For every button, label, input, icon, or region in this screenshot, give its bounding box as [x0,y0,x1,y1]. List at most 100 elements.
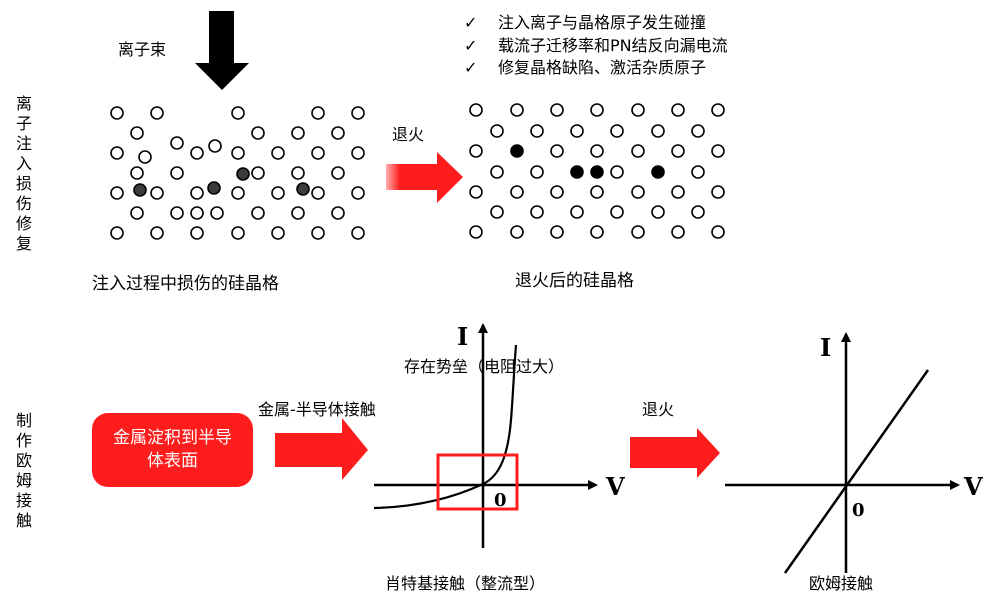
silicon-atom [231,106,245,120]
schottky-current-label: I [457,322,469,351]
list-item: ✓ 修复晶格缺陷、激活杂质原子 [464,57,728,80]
annealed-lattice-caption: 退火后的硅晶格 [515,271,634,291]
list-item-text: 注入离子与晶格原子发生碰撞 [498,13,707,32]
silicon-atom [190,206,204,220]
silicon-atom [271,186,285,200]
silicon-atom [711,225,725,239]
silicon-atom [170,136,184,150]
displaced-atom [236,167,250,181]
silicon-atom [490,124,504,138]
silicon-atom [331,206,345,220]
ohmic-voltage-label: V [964,472,983,501]
silicon-atom [291,206,305,220]
schottky-voltage-label: V [606,472,625,501]
metal-deposition-step: 金属淀积到半导体表面 [92,413,253,487]
anneal-arrow-bottom-icon [630,428,720,478]
anneal-arrow-icon [386,152,463,203]
silicon-atom [510,103,524,117]
silicon-atom [610,165,624,179]
silicon-atom [311,226,325,240]
silicon-atom [550,144,564,158]
silicon-atom [631,144,645,158]
section-label-ohmic-contact: 制作欧姆接触 [15,411,32,530]
silicon-atom [210,206,224,220]
silicon-atom [231,146,245,160]
silicon-atom [671,225,685,239]
silicon-atom [351,106,365,120]
silicon-atom [130,166,144,180]
anneal-effects-list: ✓ 注入离子与晶格原子发生碰撞 ✓ 载流子迁移率和PN结反向漏电流 ✓ 修复晶格缺陷、… [464,12,728,80]
silicon-atom [331,126,345,140]
dopant-atom [651,165,665,179]
displaced-atom [296,182,310,196]
schottky-origin-label: 0 [494,490,507,511]
anneal-label-top: 退火 [392,125,425,144]
check-icon: ✓ [464,13,478,32]
silicon-atom [550,185,564,199]
silicon-atom [711,103,725,117]
silicon-atom [691,205,705,219]
anneal-label-bottom: 退火 [642,400,675,419]
silicon-atom [138,150,152,164]
silicon-atom [251,206,265,220]
silicon-atom [150,186,164,200]
silicon-atom [550,103,564,117]
damaged-lattice-caption: 注入过程中损伤的硅晶格 [92,274,279,294]
silicon-atom [311,146,325,160]
damaged-lattice [110,106,365,240]
displaced-atom [207,181,221,195]
list-item-text: 修复晶格缺陷、激活杂质原子 [498,58,707,77]
silicon-atom [110,186,124,200]
silicon-atom [671,144,685,158]
check-icon: ✓ [464,58,478,77]
schottky-caption: 肖特基接触（整流型） [385,574,546,593]
annealed-lattice [469,103,725,239]
silicon-atom [351,226,365,240]
silicon-atom [291,166,305,180]
silicon-atom [631,225,645,239]
silicon-atom [130,206,144,220]
check-icon: ✓ [464,35,478,55]
list-item-text: 载流子迁移率和PN结反向漏电流 [498,35,728,55]
silicon-atom [271,146,285,160]
ion-beam-arrow-icon [195,11,249,90]
ion-beam-label: 离子束 [118,40,167,59]
silicon-atom [469,225,483,239]
silicon-atom [711,144,725,158]
displaced-atom [133,183,147,197]
silicon-atom [590,144,604,158]
ohmic-caption: 欧姆接触 [809,574,874,593]
silicon-atom [231,186,245,200]
ohmic-iv-line [783,369,930,574]
silicon-atom [251,166,265,180]
list-item: ✓ 载流子迁移率和PN结反向漏电流 [464,35,728,58]
metal-semiconductor-contact-label: 金属-半导体接触 [258,400,376,419]
silicon-atom [610,205,624,219]
silicon-atom [671,103,685,117]
silicon-atom [331,166,345,180]
silicon-atom [351,146,365,160]
silicon-atom [530,205,544,219]
silicon-atom [691,124,705,138]
silicon-atom [651,124,665,138]
silicon-atom [490,205,504,219]
silicon-atom [469,185,483,199]
schottky-iv-curve [373,344,518,510]
silicon-atom [530,165,544,179]
metal-deposition-step-text: 金属淀积到半导体表面 [113,428,232,471]
silicon-atom [110,146,124,160]
silicon-atom [271,226,285,240]
silicon-atom [550,225,564,239]
silicon-atom [251,126,265,140]
silicon-atom [671,185,685,199]
silicon-atom [311,106,325,120]
silicon-atom [610,124,624,138]
dopant-atom [510,144,524,158]
silicon-atom [351,186,365,200]
silicon-atom [208,139,222,153]
ohmic-current-label: I [820,333,832,362]
dopant-atom [570,165,584,179]
silicon-atom [311,186,325,200]
silicon-atom [130,126,144,140]
silicon-atom [631,103,645,117]
